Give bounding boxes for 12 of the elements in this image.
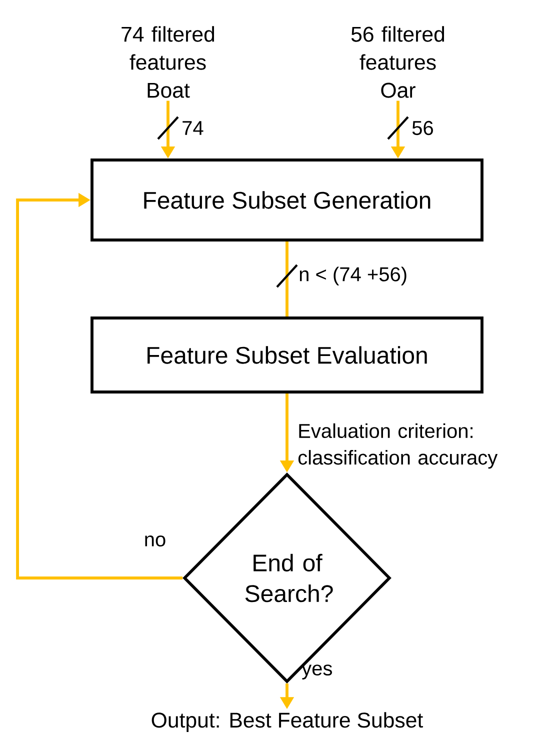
text-label: 56 filtered features Oar (351, 26, 444, 98)
process-box: Feature Subset Generation (90, 158, 484, 242)
edge-label: 56 (412, 120, 433, 136)
text-label: 74 filtered features Boat (122, 26, 214, 98)
text-label: Output: Best Feature Subset (152, 712, 423, 732)
edge-label: no (145, 536, 166, 546)
edge-label: n < (74 +56) (300, 266, 406, 286)
edge-label: yes (302, 664, 332, 680)
arrow (16, 192, 183, 580)
edge-label: Evaluation criterion: classification accuracy (298, 423, 498, 469)
edge-label: 74 (182, 121, 204, 135)
process-box: Feature Subset Evaluation (90, 316, 484, 394)
